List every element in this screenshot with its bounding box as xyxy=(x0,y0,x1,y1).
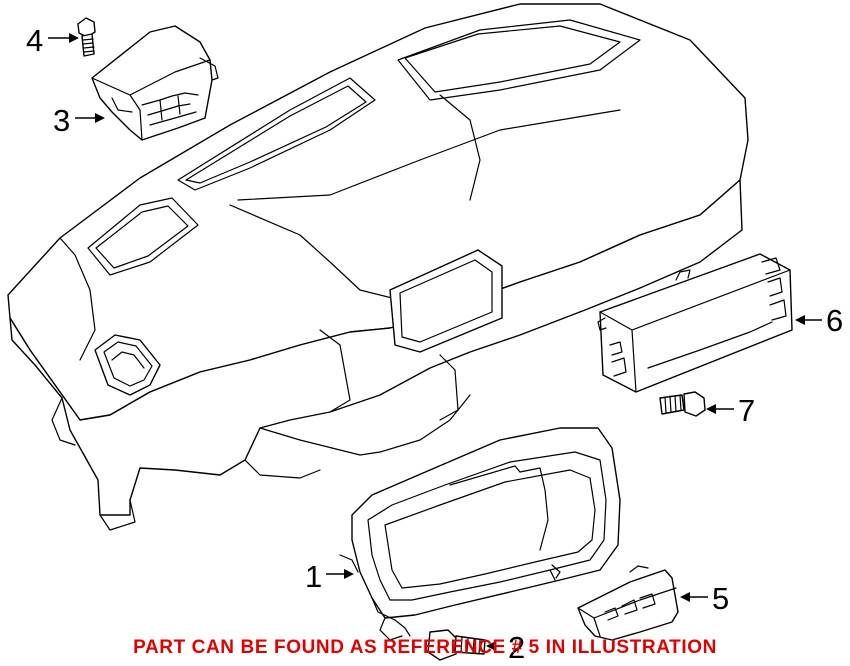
callout-1: 1 xyxy=(305,559,354,594)
callout-3-number: 3 xyxy=(53,103,70,138)
reference-note: PART CAN BE FOUND AS REFERENCE # 5 IN IL… xyxy=(133,637,717,658)
callout-5: 5 xyxy=(680,581,729,616)
part-5-switch-module xyxy=(577,565,679,641)
callout-1-number: 1 xyxy=(305,559,322,594)
callout-3: 3 xyxy=(53,103,105,138)
part-2-bolt xyxy=(427,629,486,661)
callout-5-number: 5 xyxy=(712,581,729,616)
callout-2: 2 xyxy=(486,630,525,665)
dashboard-panel xyxy=(7,3,749,531)
callout-4: 4 xyxy=(26,23,79,58)
part-6-control-unit xyxy=(597,253,793,393)
callout-7-number: 7 xyxy=(738,393,755,428)
callout-4-number: 4 xyxy=(26,23,43,58)
part-7-bolt xyxy=(659,391,706,417)
part-3-module xyxy=(91,25,219,141)
part-1-instrument-cluster xyxy=(339,427,621,641)
part-4-bolt xyxy=(77,17,96,57)
callout-2-number: 2 xyxy=(508,630,525,665)
callout-6: 6 xyxy=(795,303,843,338)
callout-7: 7 xyxy=(706,393,755,428)
callout-6-number: 6 xyxy=(826,303,843,338)
